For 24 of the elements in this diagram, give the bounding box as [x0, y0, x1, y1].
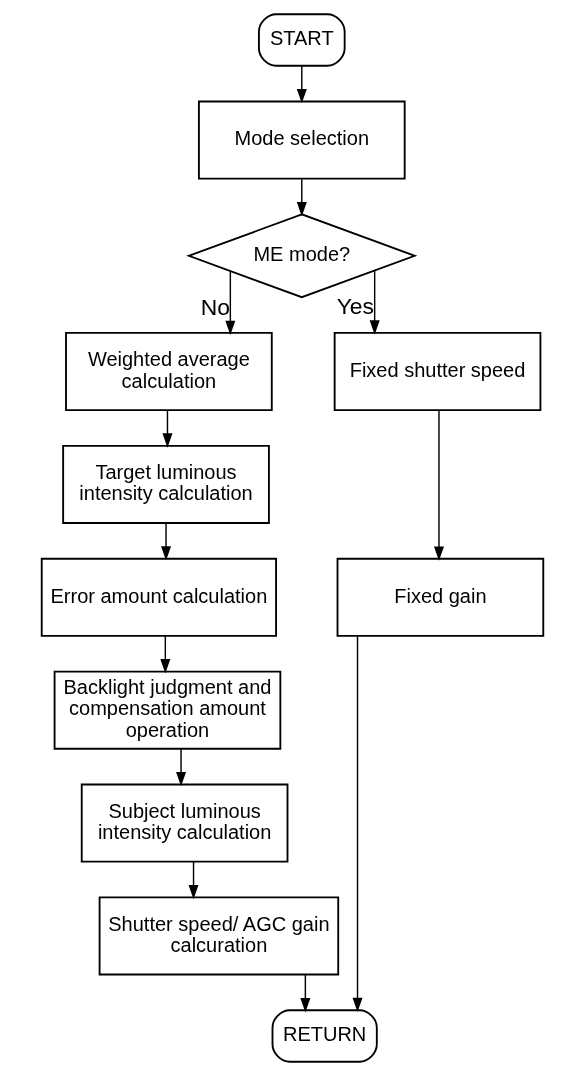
arrow	[296, 178, 307, 217]
node-box: Weighted average calculation	[65, 332, 273, 412]
node-box: Fixed shutter speed	[333, 332, 542, 412]
arrow	[162, 409, 173, 448]
arrow	[160, 635, 171, 674]
arrow	[369, 270, 380, 335]
node-box: START	[258, 13, 346, 67]
node-box: RETURN	[271, 1009, 378, 1063]
arrow	[161, 522, 172, 561]
arrow	[300, 974, 311, 1013]
arrow	[296, 65, 307, 104]
arrow	[188, 861, 199, 900]
arrow	[433, 409, 444, 561]
node-diamond: ME mode?	[186, 213, 418, 299]
arrow	[352, 635, 363, 1013]
node-box: Shutter speed/ AGC gain calcuration	[98, 896, 340, 976]
node-box: Mode selection	[197, 100, 406, 180]
arrow	[176, 748, 187, 787]
node-box: Backlight judgment and compensation amount operation	[53, 670, 282, 750]
node-box: Fixed gain	[336, 557, 545, 637]
arrow	[225, 270, 236, 335]
node-box: Target luminous intensity calculation	[62, 444, 270, 524]
node-box: Error amount calculation	[40, 557, 277, 637]
node-box: Subject luminous intensity calculation	[80, 783, 289, 863]
